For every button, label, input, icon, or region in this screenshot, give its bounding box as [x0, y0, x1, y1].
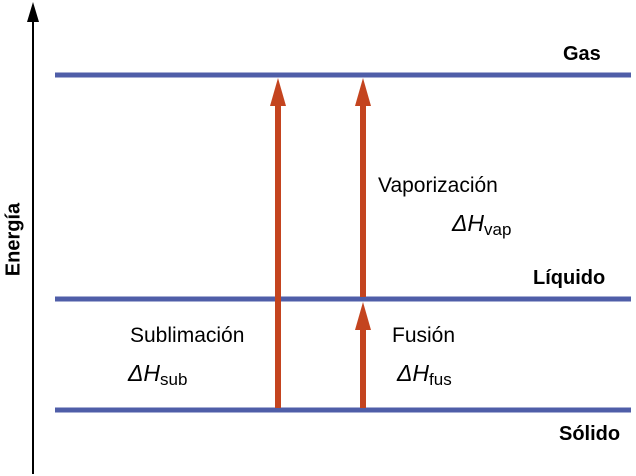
- sublimation-enthalpy: ΔHsub: [128, 360, 188, 389]
- fusion-label: Fusión: [392, 324, 456, 347]
- energy-axis: [27, 2, 39, 474]
- fusion-arrow: [355, 302, 371, 408]
- enthalpy-subscript: sub: [160, 370, 188, 389]
- axis-arrowhead-icon: [27, 2, 39, 22]
- sublimation-label: Sublimación: [130, 324, 245, 347]
- vaporization-label: Vaporización: [378, 174, 498, 197]
- vaporization-arrow: [355, 78, 371, 297]
- energy-axis-label: Energía: [2, 202, 25, 277]
- sublimation-arrow: [270, 78, 286, 408]
- delta-h-symbol: ΔH: [128, 360, 161, 386]
- vaporization-enthalpy: ΔHvap: [452, 210, 512, 239]
- enthalpy-subscript: vap: [484, 220, 512, 239]
- delta-h-symbol: ΔH: [452, 210, 485, 236]
- enthalpy-subscript: fus: [429, 370, 452, 389]
- delta-h-symbol: ΔH: [397, 360, 430, 386]
- fusion-enthalpy: ΔHfus: [397, 360, 452, 389]
- gas-label: Gas: [563, 43, 601, 65]
- liquid-label: Líquido: [533, 267, 606, 289]
- solid-label: Sólido: [559, 423, 621, 445]
